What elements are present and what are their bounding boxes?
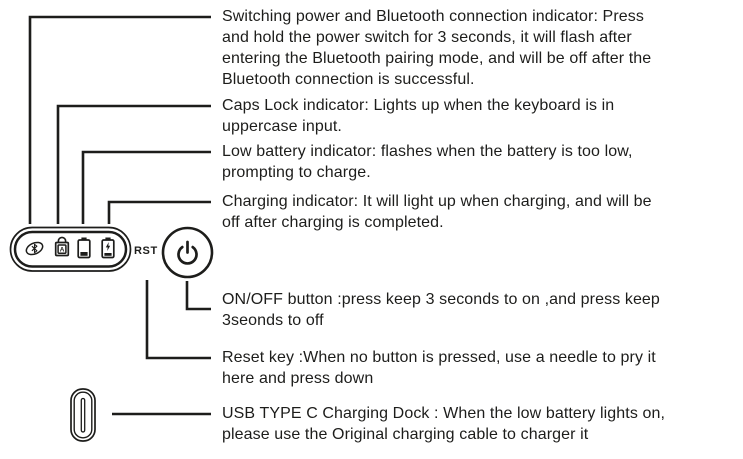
- caps-lock-indicator-icon: A: [54, 236, 70, 257]
- callout-line-power-bluetooth-indicator: [28, 15, 211, 224]
- callout-text-reset-key: Reset key :When no button is pressed, us…: [222, 347, 656, 389]
- indicator-panel-inner-outline: [13, 230, 128, 268]
- callout-text-line: 3seonds to off: [222, 312, 324, 329]
- callout-line-low-battery-indicator: [81, 150, 211, 224]
- charging-indicator-icon: [101, 237, 115, 259]
- callout-text-line: USB TYPE C Charging Dock : When the low …: [222, 405, 666, 422]
- power-icon: [177, 240, 198, 265]
- callout-text-line: entering the Bluetooth pairing mode, and…: [222, 50, 652, 67]
- callout-text-charging-indicator: Charging indicator: It will light up whe…: [222, 191, 652, 233]
- callout-text-line: Low battery indicator: flashes when the …: [222, 143, 633, 160]
- callout-line-reset-key: [145, 280, 211, 360]
- callout-text-usb-type-c-dock: USB TYPE C Charging Dock : When the low …: [222, 403, 665, 445]
- callout-text-power-bluetooth-indicator: Switching power and Bluetooth connection…: [222, 6, 651, 90]
- callout-text-low-battery-indicator: Low battery indicator: flashes when the …: [222, 141, 633, 183]
- callout-text-line: uppercase input.: [222, 118, 342, 135]
- callout-text-line: here and press down: [222, 370, 374, 387]
- power-button: [161, 226, 214, 279]
- rst-label: RST: [134, 245, 158, 257]
- callout-text-on-off-button: ON/OFF button :press keep 3 seconds to o…: [222, 289, 660, 331]
- callout-text-line: and hold the power switch for 3 seconds,…: [222, 29, 632, 46]
- callout-text-line: prompting to charge.: [222, 164, 371, 181]
- callout-line-charging-indicator: [107, 200, 211, 224]
- svg-text:A: A: [60, 247, 65, 254]
- callout-line-on-off-button: [185, 281, 211, 311]
- callout-line-caps-lock-indicator: [56, 104, 211, 224]
- indicator-panel: A: [9, 226, 132, 272]
- callout-text-line: ON/OFF button :press keep 3 seconds to o…: [222, 291, 660, 308]
- callout-text-line: off after charging is completed.: [222, 214, 444, 231]
- usb-type-c-port-icon: [70, 388, 96, 442]
- callout-text-line: Reset key :When no button is pressed, us…: [222, 349, 656, 366]
- callout-text-line: Switching power and Bluetooth connection…: [222, 8, 644, 25]
- callout-text-line: Caps Lock indicator: Lights up when the …: [222, 97, 615, 114]
- callout-text-line: please use the Original charging cable t…: [222, 426, 589, 443]
- callout-lines: [28, 15, 211, 416]
- low-battery-indicator-icon: [77, 237, 91, 259]
- callout-text-caps-lock-indicator: Caps Lock indicator: Lights up when the …: [222, 95, 614, 137]
- callout-text-line: Bluetooth connection is successful.: [222, 71, 475, 88]
- callout-text-line: Charging indicator: It will light up whe…: [222, 193, 652, 210]
- bluetooth-indicator-icon: [25, 241, 44, 256]
